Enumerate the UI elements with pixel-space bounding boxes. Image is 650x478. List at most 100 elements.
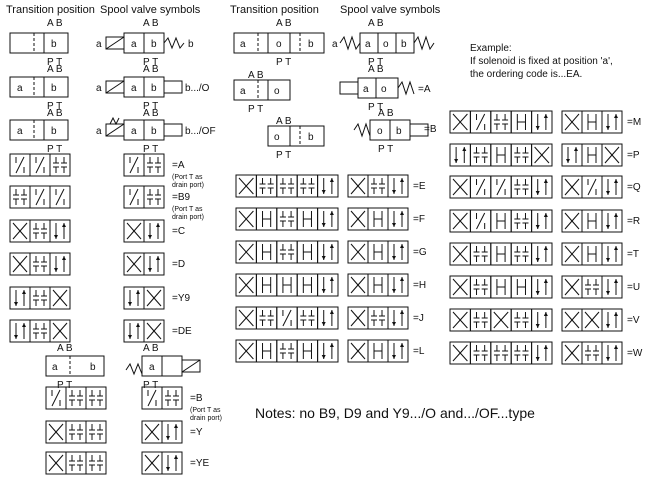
mid-transition-valve-2 (235, 207, 339, 231)
example-line1: If solenoid is fixed at position 'a', (470, 56, 613, 67)
left-transition-valve-6 (9, 319, 71, 343)
example-title: Example: (470, 43, 512, 54)
mid-spool-valve-1 (347, 174, 409, 198)
svg-text:P T: P T (378, 144, 393, 155)
left-transition-2: A B a b P T (9, 64, 69, 112)
header-spool-mid: Spool valve symbols (340, 4, 441, 16)
svg-text:b: b (151, 39, 157, 50)
left-spool-valve-1 (123, 153, 165, 177)
svg-text:o: o (381, 84, 387, 95)
label-Y: =Y (190, 427, 203, 438)
right-spool-valve-5 (561, 242, 623, 266)
right-spool-valve-1 (561, 110, 623, 134)
right-spool-valve-4 (561, 209, 623, 233)
svg-text:b.../O: b.../O (185, 83, 210, 94)
label-Y9: =Y9 (172, 293, 191, 304)
mid-spool-3: A B o b =B P T (353, 108, 437, 155)
left-spool-valve-3 (123, 219, 165, 243)
mid-transition-valve-1 (235, 174, 339, 198)
header-transition-mid: Transition position (230, 4, 319, 16)
svg-text:o: o (274, 132, 280, 143)
header-transition-left: Transition position (6, 4, 95, 16)
mid-spool-valve-5 (347, 306, 409, 330)
left-spool-valve-5 (123, 286, 165, 310)
right-transition-valve-8 (449, 341, 553, 365)
mid-transition-valve-6 (235, 339, 339, 363)
svg-text:A B: A B (143, 108, 159, 119)
mid-spool-1: A B a a o b P T (332, 18, 435, 68)
svg-text:b: b (51, 126, 57, 137)
svg-text:a: a (52, 362, 58, 373)
left-spool-valve-4 (123, 252, 165, 276)
svg-text:P T: P T (143, 380, 158, 391)
svg-text:A B: A B (276, 18, 292, 29)
drain-note-B9-2: drain port) (172, 214, 204, 221)
right-transition-valve-3 (449, 175, 553, 199)
header-spool-left: Spool valve symbols (100, 4, 201, 16)
svg-text:a: a (131, 83, 137, 94)
label-M: =M (627, 117, 641, 128)
svg-text:o: o (377, 126, 383, 137)
right-spool-valve-8 (561, 341, 623, 365)
svg-text:a: a (131, 126, 137, 137)
svg-text:a: a (17, 83, 23, 94)
svg-text:b: b (151, 83, 157, 94)
mid-transition-3: A B o b P T (267, 116, 325, 161)
mid-transition-2: A B a o P T (233, 70, 291, 115)
label-B9: =B9 (172, 192, 191, 203)
svg-text:P T: P T (57, 380, 72, 391)
label-F: =F (413, 214, 425, 225)
label-B: =B (190, 393, 203, 404)
right-spool-valve-6 (561, 275, 623, 299)
svg-text:A B: A B (248, 70, 264, 81)
svg-text:a: a (96, 126, 102, 137)
svg-text:=B: =B (424, 124, 437, 135)
svg-text:a: a (363, 84, 369, 95)
svg-text:b: b (308, 132, 314, 143)
mid-spool-valve-6 (347, 339, 409, 363)
svg-text:A B: A B (143, 64, 159, 75)
svg-text:P T: P T (47, 101, 62, 112)
svg-text:b: b (51, 83, 57, 94)
drain-note-B-2: drain port) (190, 415, 222, 422)
svg-text:=A: =A (418, 84, 431, 95)
svg-text:A B: A B (143, 343, 159, 354)
svg-text:P T: P T (143, 101, 158, 112)
svg-text:P T: P T (276, 57, 291, 68)
svg-text:A B: A B (47, 108, 63, 119)
label-V: =V (627, 315, 640, 326)
left-transition-4: A B a b P T (45, 343, 105, 391)
svg-text:b: b (308, 39, 314, 50)
svg-text:b: b (151, 126, 157, 137)
label-DE: =DE (172, 326, 192, 337)
label-D: =D (172, 259, 185, 270)
svg-text:b: b (188, 39, 194, 50)
right-spool-valve-3 (561, 175, 623, 199)
label-R: =R (627, 216, 640, 227)
label-G: =G (413, 247, 427, 258)
mid-spool-2: A B a o =A P T (339, 64, 431, 113)
left-transition-valve-2 (9, 185, 71, 209)
svg-text:o: o (274, 86, 280, 97)
drain-note-B-1: (Port T as (190, 407, 221, 414)
svg-text:a: a (17, 126, 23, 137)
svg-text:P T: P T (368, 57, 383, 68)
lower-transition-valve-2 (45, 420, 107, 444)
svg-text:a: a (149, 362, 155, 373)
example-line2: the ordering code is...EA. (470, 69, 582, 80)
lower-spool-valve-1 (141, 386, 183, 410)
svg-text:A B: A B (368, 64, 384, 75)
left-transition-valve-5 (9, 286, 71, 310)
svg-text:P T: P T (368, 102, 383, 113)
svg-text:A B: A B (143, 18, 159, 29)
svg-text:b: b (401, 39, 407, 50)
svg-text:P T: P T (248, 104, 263, 115)
mid-transition-1: A B a o b P T (233, 18, 325, 68)
svg-text:A B: A B (57, 343, 73, 354)
svg-text:P T: P T (47, 144, 62, 155)
svg-text:o: o (383, 39, 389, 50)
label-T: =T (627, 249, 639, 260)
right-transition-valve-6 (449, 275, 553, 299)
svg-text:b: b (396, 126, 402, 137)
